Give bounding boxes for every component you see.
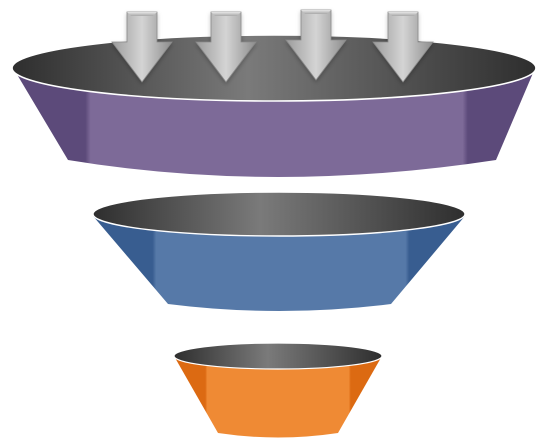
funnel-stage-3-rim bbox=[174, 343, 382, 369]
funnel-stage-2 bbox=[93, 192, 465, 311]
funnel-stage-1 bbox=[12, 35, 536, 177]
funnel-stage-2-rim bbox=[93, 192, 465, 236]
funnel-stage-3 bbox=[174, 343, 382, 438]
funnel-stage-1-rim bbox=[12, 35, 536, 101]
